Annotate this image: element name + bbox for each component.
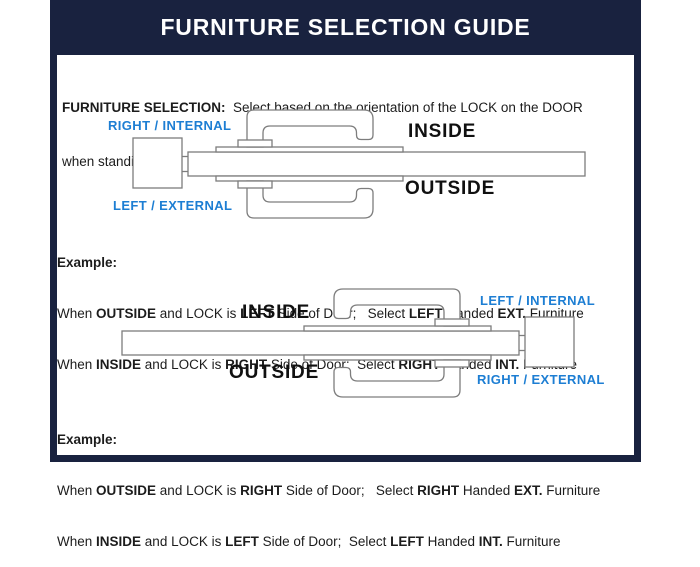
guide-card: FURNITURE SELECTION GUIDE bbox=[50, 0, 641, 462]
example2-line-2: When INSIDE and LOCK is LEFT Side of Doo… bbox=[57, 534, 561, 549]
example1-heading: Example: bbox=[57, 255, 118, 270]
diagram1-inside-label: INSIDE bbox=[408, 121, 477, 142]
diagram2-outside-label: OUTSIDE bbox=[229, 362, 320, 383]
diagram1-lock-top-label: RIGHT / INTERNAL bbox=[108, 118, 232, 133]
page-title: FURNITURE SELECTION GUIDE bbox=[160, 14, 531, 40]
diagram1-outside-label: OUTSIDE bbox=[405, 178, 496, 199]
diagram1-lock-bottom-label: LEFT / EXTERNAL bbox=[113, 198, 233, 213]
diagram2-inside-label: INSIDE bbox=[242, 302, 311, 323]
example2-line-1: When OUTSIDE and LOCK is RIGHT Side of D… bbox=[57, 483, 601, 498]
example-block-2: Example: When OUTSIDE and LOCK is RIGHT … bbox=[57, 397, 642, 567]
example1-line-1: When OUTSIDE and LOCK is LEFT Side of Do… bbox=[57, 306, 584, 321]
diagram2-lock-top-label: LEFT / INTERNAL bbox=[480, 293, 596, 308]
diagram2-lock-bottom-label: RIGHT / EXTERNAL bbox=[477, 372, 605, 387]
example2-heading: Example: bbox=[57, 432, 118, 447]
